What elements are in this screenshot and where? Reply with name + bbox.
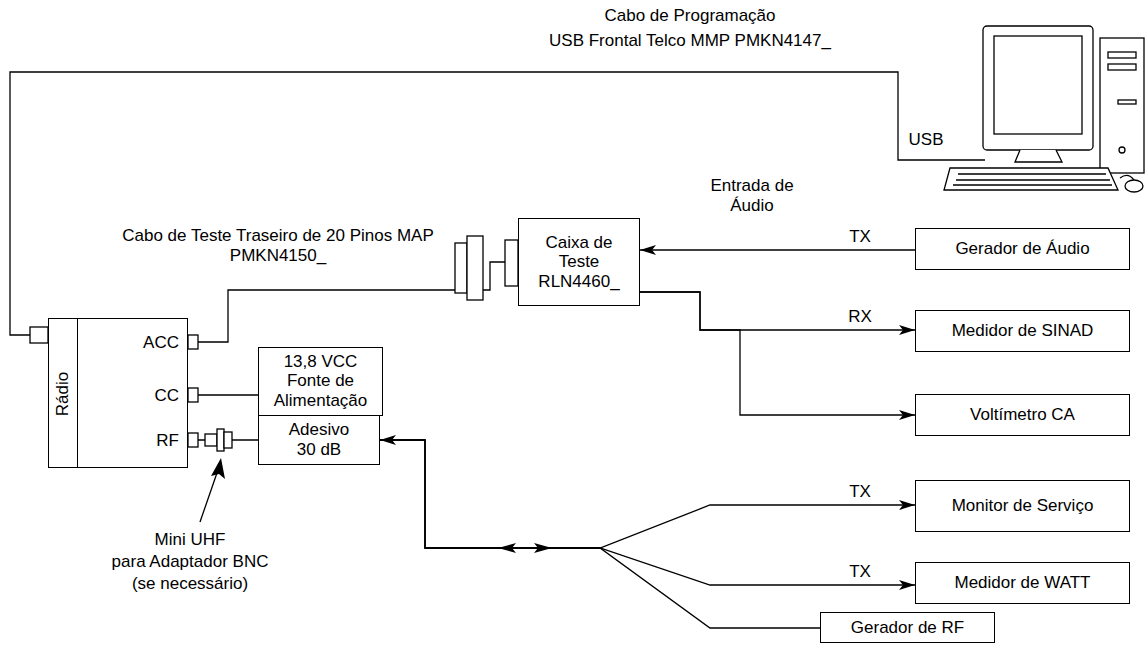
radio-box: Rádio ACC CC RF bbox=[48, 318, 188, 468]
box-label: Monitor de Serviço bbox=[952, 496, 1094, 516]
computer-illustration bbox=[944, 26, 1144, 192]
signal-label: TX bbox=[847, 562, 873, 582]
box-label: Gerador de Áudio bbox=[955, 239, 1089, 259]
attenuator-box: Adesivo 30 dB bbox=[258, 415, 380, 465]
acc-port bbox=[188, 335, 198, 349]
test-box: Caixa de Teste RLN4460_ bbox=[518, 218, 640, 306]
instrument-box: Monitor de Serviço bbox=[915, 480, 1130, 532]
signal-label: TX bbox=[847, 482, 873, 502]
callout-text: (se necessário) bbox=[130, 574, 250, 594]
box-label: Gerador de RF bbox=[851, 618, 964, 638]
cc-port bbox=[188, 388, 198, 402]
cable-label: Cabo de Teste Traseiro de 20 Pinos MAP P… bbox=[114, 226, 443, 267]
radio-front-connector bbox=[30, 327, 48, 343]
box-label: 13,8 VCC Fonte de Alimentação bbox=[269, 352, 373, 411]
bnc-adapter bbox=[205, 429, 232, 451]
callout-text: Mini UHF bbox=[153, 530, 228, 550]
instrument-box: Gerador de RF bbox=[820, 612, 995, 643]
test-cable-plug bbox=[455, 236, 518, 300]
leader-arrowhead bbox=[211, 458, 225, 479]
box-label: Medidor de WATT bbox=[954, 573, 1090, 593]
instrument-box: Medidor de SINAD bbox=[915, 310, 1130, 352]
signal-label: Entrada de Áudio bbox=[698, 176, 806, 217]
box-label: Adesivo 30 dB bbox=[283, 420, 355, 459]
callout-text: para Adaptador BNC bbox=[110, 552, 271, 572]
instrument-box: Gerador de Áudio bbox=[915, 228, 1130, 270]
cable-title: Cabo de Programação bbox=[602, 6, 777, 26]
leader-line bbox=[200, 470, 218, 522]
instrument-box: Voltímetro CA bbox=[915, 394, 1130, 436]
connector bbox=[640, 292, 915, 415]
panel-divider bbox=[77, 319, 78, 467]
port-label: ACC bbox=[143, 333, 179, 353]
port-label: CC bbox=[154, 386, 179, 406]
box-label: Voltímetro CA bbox=[970, 405, 1075, 425]
port-label: USB bbox=[907, 130, 946, 150]
power-supply-box: 13,8 VCC Fonte de Alimentação bbox=[258, 347, 383, 416]
connector bbox=[380, 440, 915, 585]
cable-part-number: USB Frontal Telco MMP PMKN4147_ bbox=[547, 31, 833, 51]
signal-label: RX bbox=[846, 307, 874, 327]
connector bbox=[640, 292, 915, 330]
connector bbox=[380, 440, 820, 628]
double-arrowhead bbox=[498, 543, 552, 553]
rf-port bbox=[188, 433, 198, 447]
port-label: RF bbox=[156, 431, 179, 451]
signal-label: TX bbox=[847, 227, 873, 247]
radio-title: Rádio bbox=[53, 372, 73, 416]
connector bbox=[380, 440, 915, 548]
box-label: Caixa de Teste RLN4460_ bbox=[536, 233, 622, 292]
connector bbox=[640, 249, 915, 250]
usb-cable bbox=[10, 72, 985, 335]
box-label: Medidor de SINAD bbox=[952, 321, 1094, 341]
instrument-box: Medidor de WATT bbox=[915, 562, 1130, 604]
